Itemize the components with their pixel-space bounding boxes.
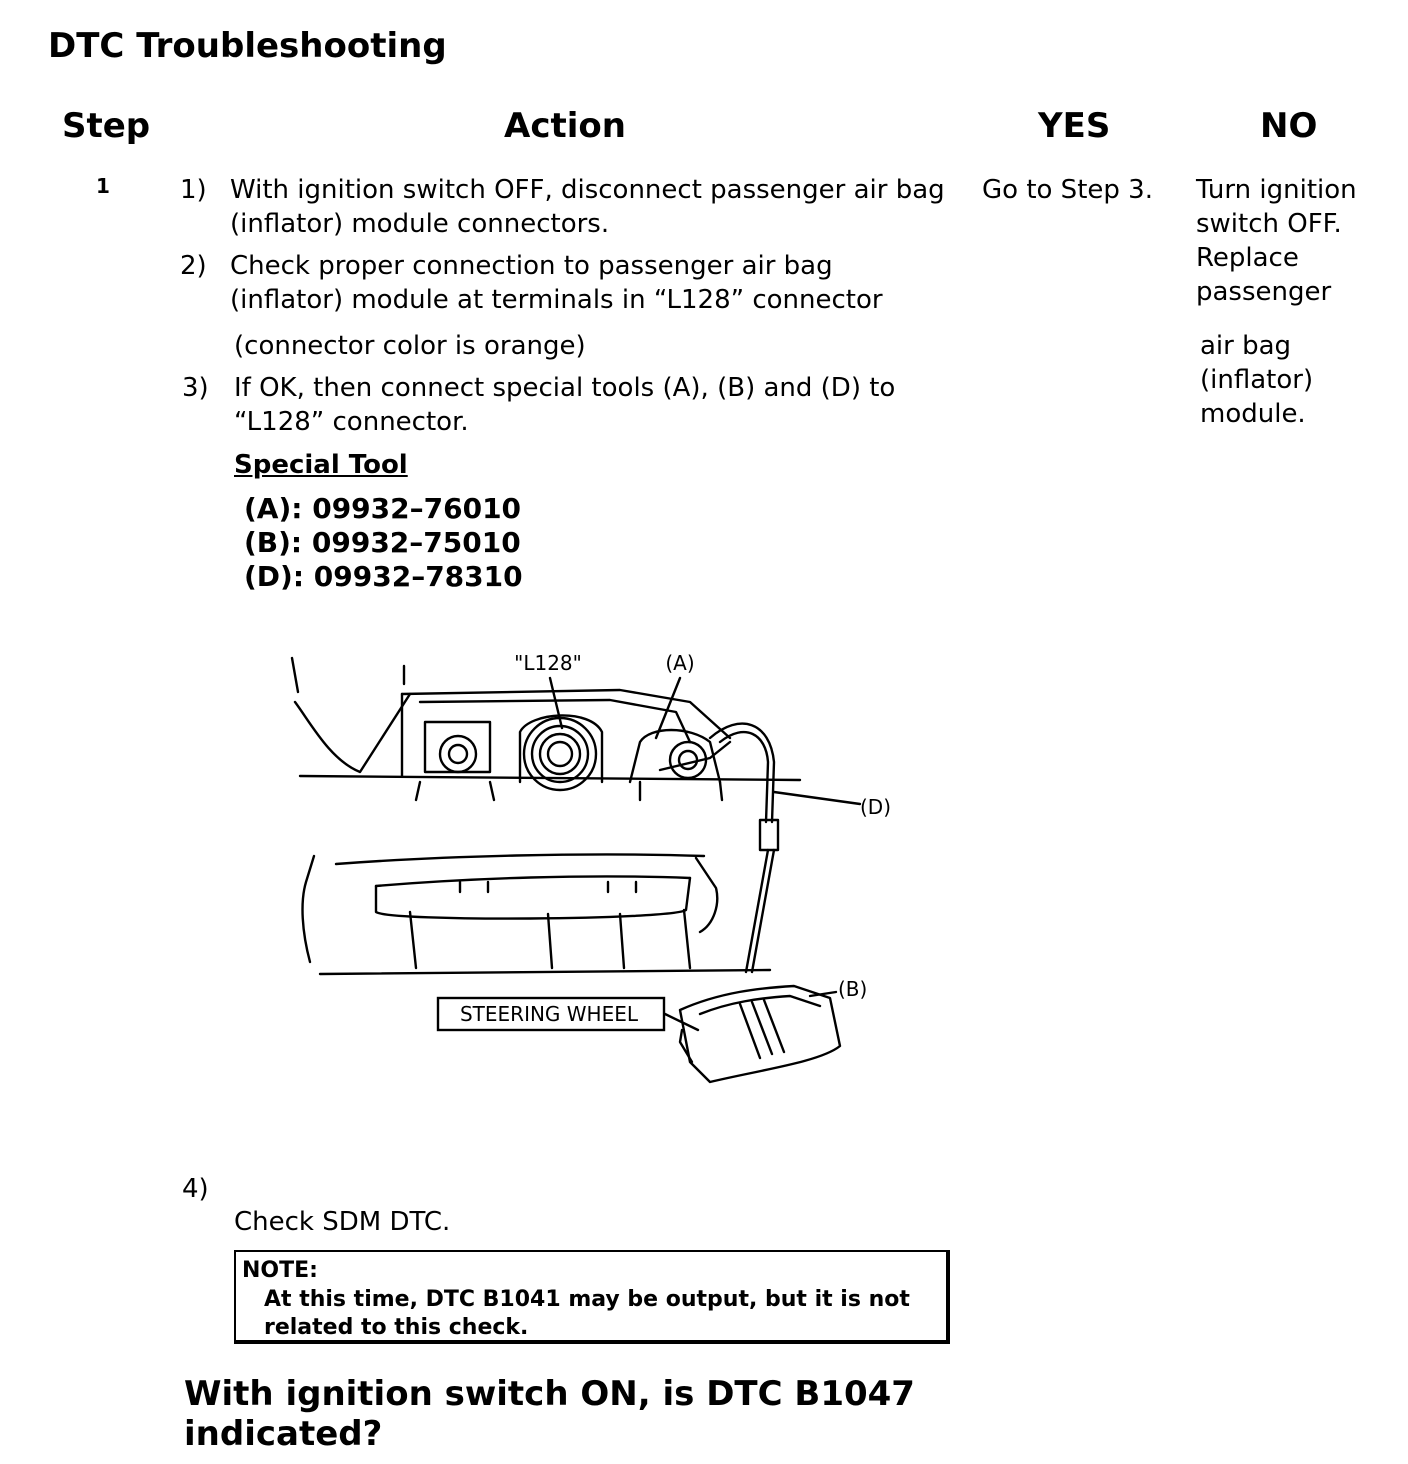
column-header-no: NO [1260,106,1318,146]
special-tool-a: (A): 09932–76010 [244,492,522,525]
column-header-yes: YES [1038,106,1111,146]
action-item-3-text: If OK, then connect special tools (A), (… [234,373,896,437]
figure-label-steering-wheel: STEERING WHEEL [460,1002,639,1026]
no-result-part1: Turn ignition switch OFF. Replace passen… [1196,175,1357,307]
figure-label-l128: "L128" [514,651,582,675]
column-header-step: Step [62,106,151,146]
special-tool-d: (D): 09932–78310 [244,560,523,593]
action-item-4-number: 4) [182,1174,209,1204]
column-header-action: Action [504,106,626,146]
action-item-2-text: Check proper connection to passenger air… [230,251,883,315]
action-item-2-continuation: (connector color is orange) [234,331,586,361]
action-item-3-number: 3) [182,373,209,403]
yes-result: Go to Step 3. [982,175,1153,205]
action-item-1-number: 1) [180,175,207,205]
step-number: 1 [96,174,110,198]
special-tool-b: (B): 09932–75010 [244,526,521,559]
special-tool-label: Special Tool [234,450,408,480]
note-title: NOTE: [242,1258,318,1283]
figure-label-b: (B) [838,977,867,1001]
figure-label-a: (A) [665,651,694,675]
action-item-4-text: Check SDM DTC. [234,1207,451,1237]
action-item-2-number: 2) [180,251,207,281]
note-box: NOTE: At this time, DTC B1041 may be out… [234,1250,950,1344]
no-result-part2: air bag (inflator) module. [1200,331,1314,429]
note-body: At this time, DTC B1041 may be output, b… [264,1287,910,1340]
steering-wheel-connector-illustration: STEERING WHEEL "L128" (A) (D) (B) [290,651,891,1084]
action-item-1-text: With ignition switch OFF, disconnect pas… [230,175,945,239]
page-title: DTC Troubleshooting [48,26,447,66]
figure-label-d: (D) [860,795,891,819]
step-question: With ignition switch ON, is DTC B1047 in… [184,1374,915,1454]
